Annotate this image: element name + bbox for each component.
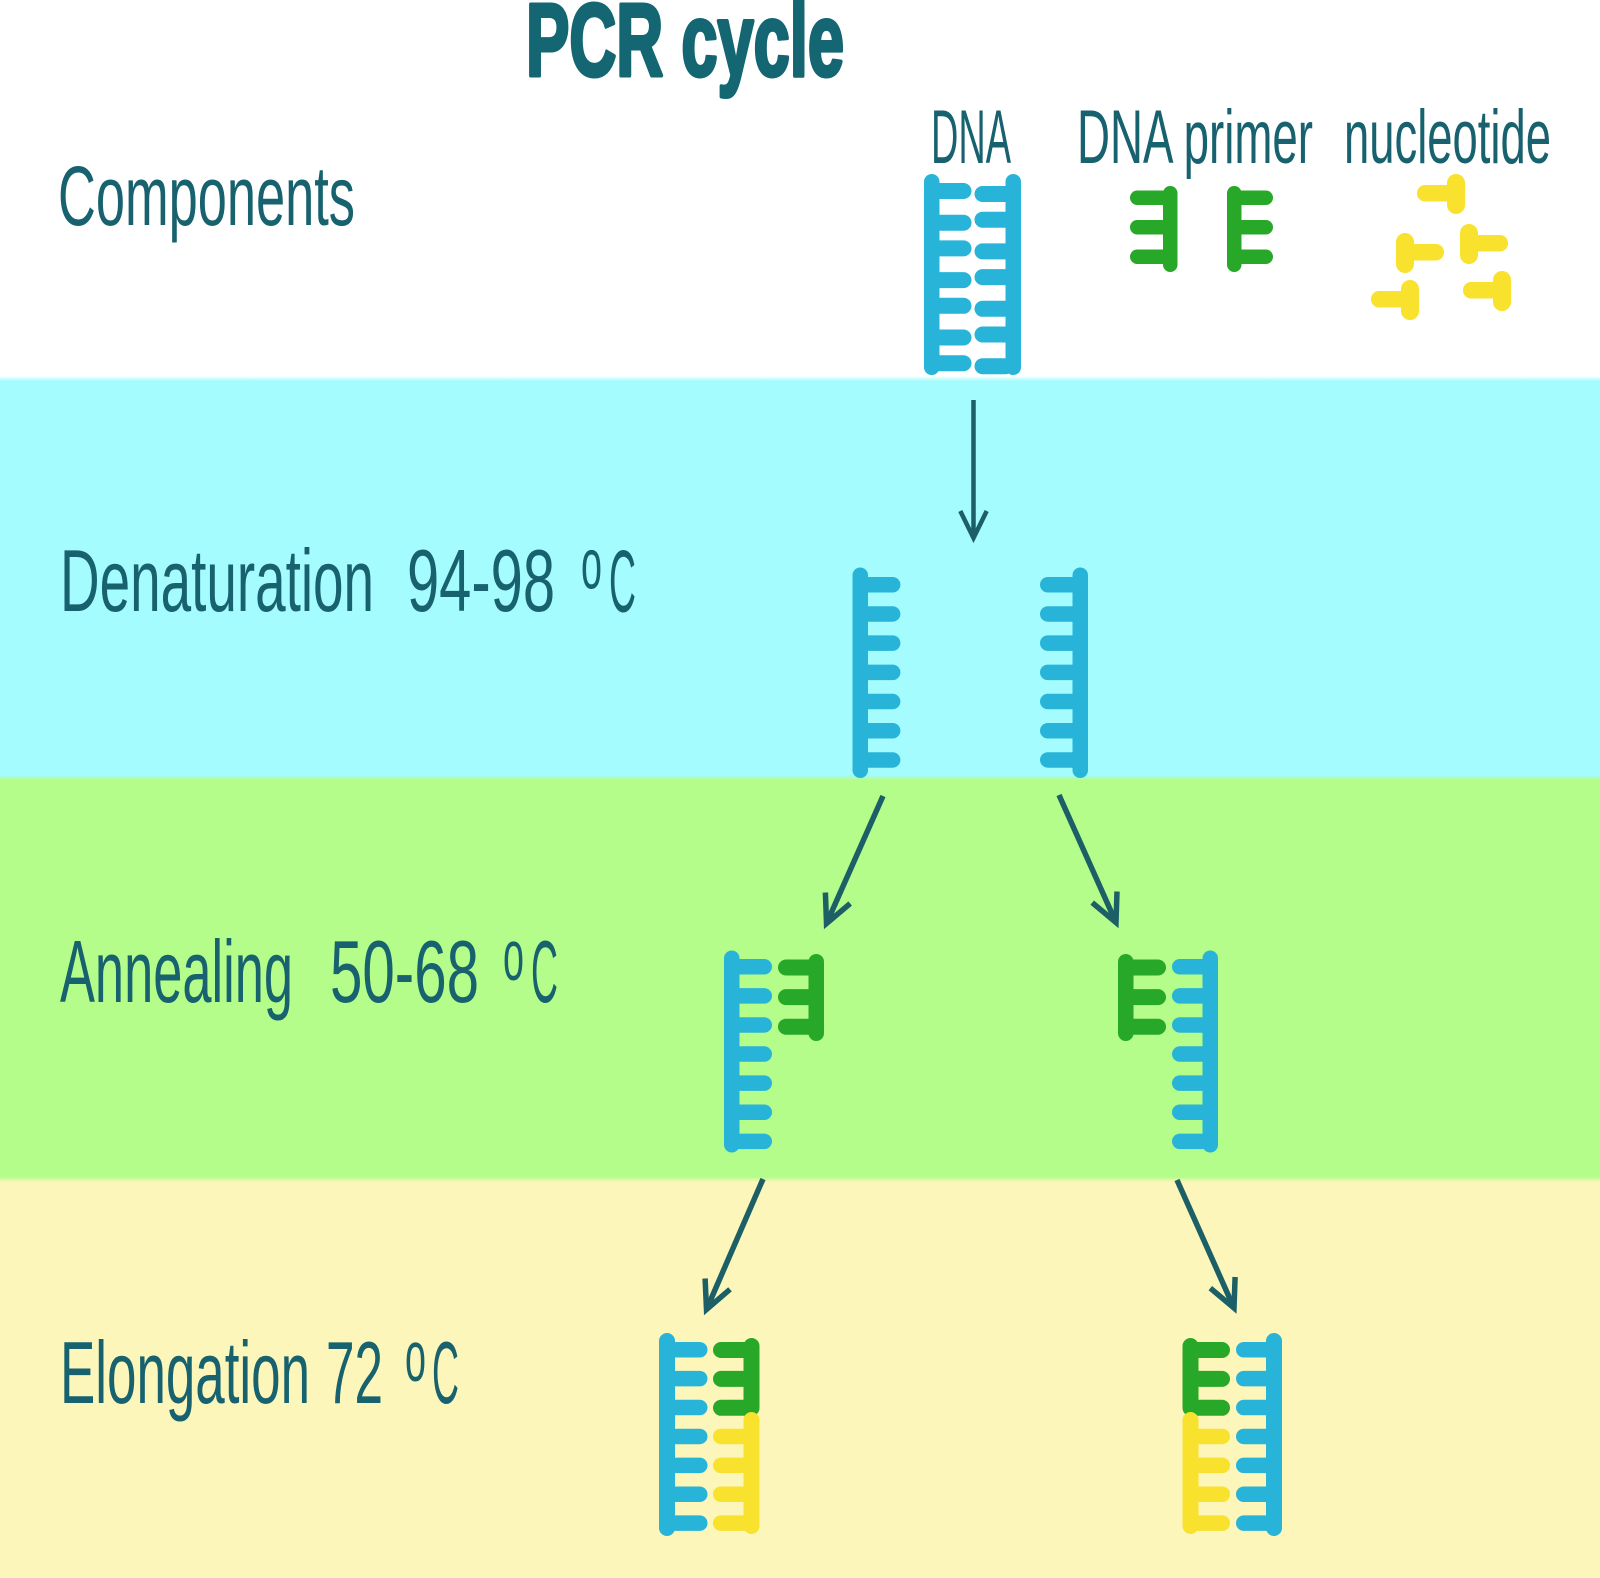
svg-text:PCR cycle: PCR cycle <box>526 0 844 98</box>
svg-text:C: C <box>432 1323 459 1422</box>
svg-text:94-98: 94-98 <box>407 531 555 630</box>
svg-text:Components: Components <box>58 149 355 243</box>
svg-text:nucleotide: nucleotide <box>1344 95 1551 180</box>
svg-text:Elongation: Elongation <box>60 1323 310 1422</box>
svg-text:C: C <box>531 922 558 1021</box>
svg-text:C: C <box>609 532 636 631</box>
svg-text:DNA: DNA <box>931 95 1011 180</box>
svg-text:Annealing: Annealing <box>60 922 293 1021</box>
svg-text:Denaturation: Denaturation <box>60 531 374 630</box>
svg-text:DNA primer: DNA primer <box>1077 95 1313 180</box>
svg-text:o: o <box>503 917 524 996</box>
svg-text:o: o <box>405 1318 426 1397</box>
svg-text:50-68: 50-68 <box>330 922 479 1021</box>
svg-text:72: 72 <box>326 1323 383 1422</box>
svg-text:o: o <box>581 526 602 605</box>
